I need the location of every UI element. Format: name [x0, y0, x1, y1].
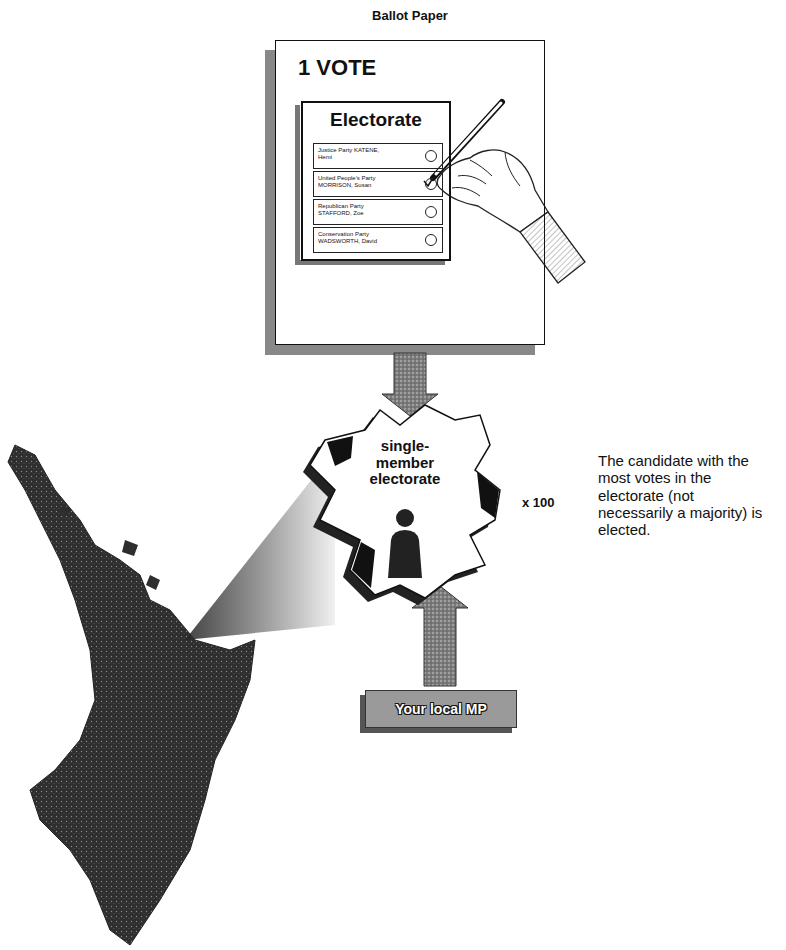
- vote-circle: [425, 178, 437, 190]
- island-map: [8, 445, 255, 945]
- box-fill: [300, 100, 450, 260]
- node-text: Your local MP: [366, 691, 516, 727]
- vote-circle: [425, 234, 437, 246]
- candidate-row: Justice Party KATENE, Hemi: [313, 143, 443, 169]
- hand-fingers: [452, 152, 520, 196]
- ballot-paper: 1 VOTE ElectorateJustice Party KATENE, He…: [275, 40, 545, 345]
- node-text: Conservation Party WADSWORTH, David: [314, 228, 384, 244]
- person-head: [396, 509, 414, 527]
- hand: [437, 150, 548, 232]
- sleeve-cuff: [520, 212, 585, 283]
- node-text: Electorate: [303, 103, 449, 131]
- island: [60, 505, 70, 515]
- dark-patch: [477, 472, 499, 518]
- dark-patch: [327, 436, 353, 466]
- diagram-title: Ballot Paper: [330, 8, 490, 23]
- node-text: 1 VOTE: [276, 41, 544, 81]
- electorate-outline: [305, 400, 505, 600]
- explanation-note: The candidate with the most votes in the…: [598, 452, 770, 538]
- person-body: [388, 530, 422, 578]
- node-text: Justice Party KATENE, Hemi: [314, 144, 384, 160]
- candidate-row: Conservation Party WADSWORTH, David: [313, 227, 443, 253]
- vote-circle: [425, 206, 437, 218]
- island: [122, 540, 138, 556]
- candidate-row: Republican Party STAFFORD, Zoe: [313, 199, 443, 225]
- multiplier-label: x 100: [522, 496, 555, 511]
- electorate-shape: single-member electorate: [305, 400, 505, 600]
- electorate-box: ElectorateJustice Party KATENE, HemiUnit…: [301, 101, 451, 261]
- island: [146, 575, 160, 590]
- mp-box: Your local MP: [365, 690, 517, 728]
- vote-circle: [425, 150, 437, 162]
- dark-patch: [352, 542, 375, 588]
- node-text: United People's Party MORRISON, Susan: [314, 172, 384, 188]
- outline-fill: [310, 405, 500, 598]
- candidate-row: United People's Party MORRISON, Susan: [313, 171, 443, 197]
- node-text: Republican Party STAFFORD, Zoe: [314, 200, 384, 216]
- node-text: single-member electorate: [359, 438, 451, 488]
